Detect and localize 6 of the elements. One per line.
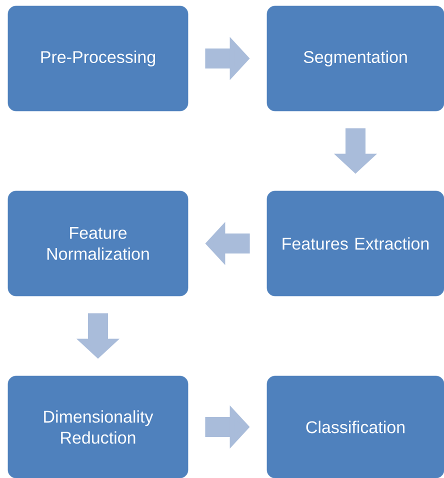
process-box: Classification [266, 376, 444, 478]
process-box: Features Extraction [266, 190, 444, 296]
process-box: Dimensionality Reduction [8, 376, 188, 478]
process-box: Segmentation [266, 6, 444, 112]
process-box: Feature Normalization [8, 190, 188, 296]
process-box: Pre-Processing [8, 6, 188, 112]
